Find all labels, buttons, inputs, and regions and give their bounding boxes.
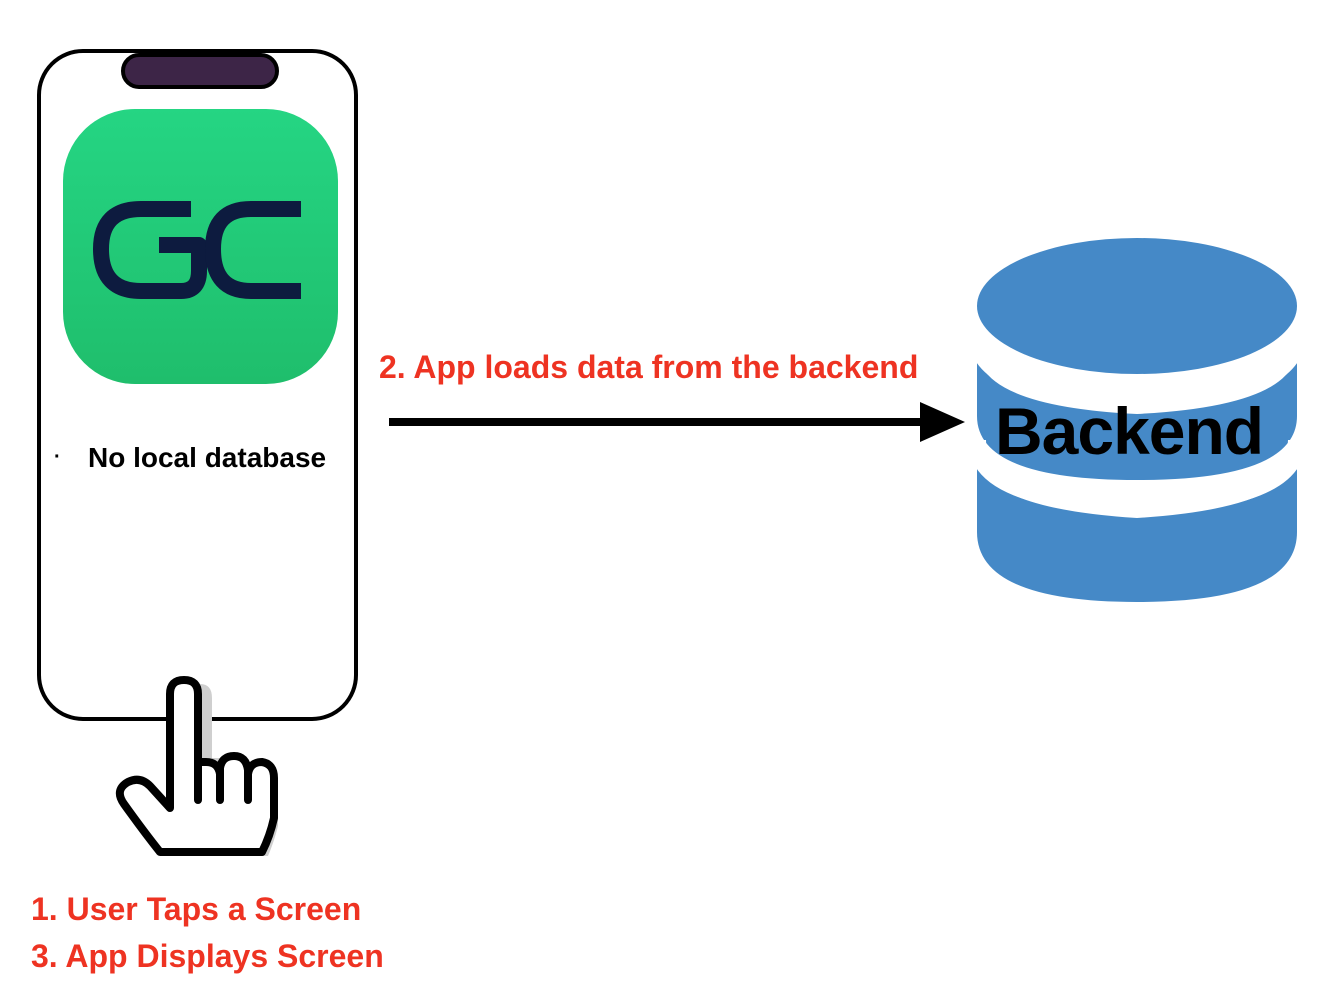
tap-hand-icon <box>115 676 278 856</box>
bullet-marker: · <box>54 446 61 468</box>
backend-label: Backend <box>995 394 1264 468</box>
gc-logo-icon[interactable] <box>63 109 338 384</box>
arrow-to-backend <box>389 402 965 442</box>
database-icon <box>975 238 1299 602</box>
no-local-database-note: No local database <box>88 442 327 473</box>
gc-logo-glyph <box>93 201 301 299</box>
phone-notch <box>121 53 279 89</box>
step-1-label: 1. User Taps a Screen <box>31 891 362 927</box>
step-3-label: 3. App Displays Screen <box>31 938 384 974</box>
step-2-label: 2. App loads data from the backend <box>379 349 919 385</box>
